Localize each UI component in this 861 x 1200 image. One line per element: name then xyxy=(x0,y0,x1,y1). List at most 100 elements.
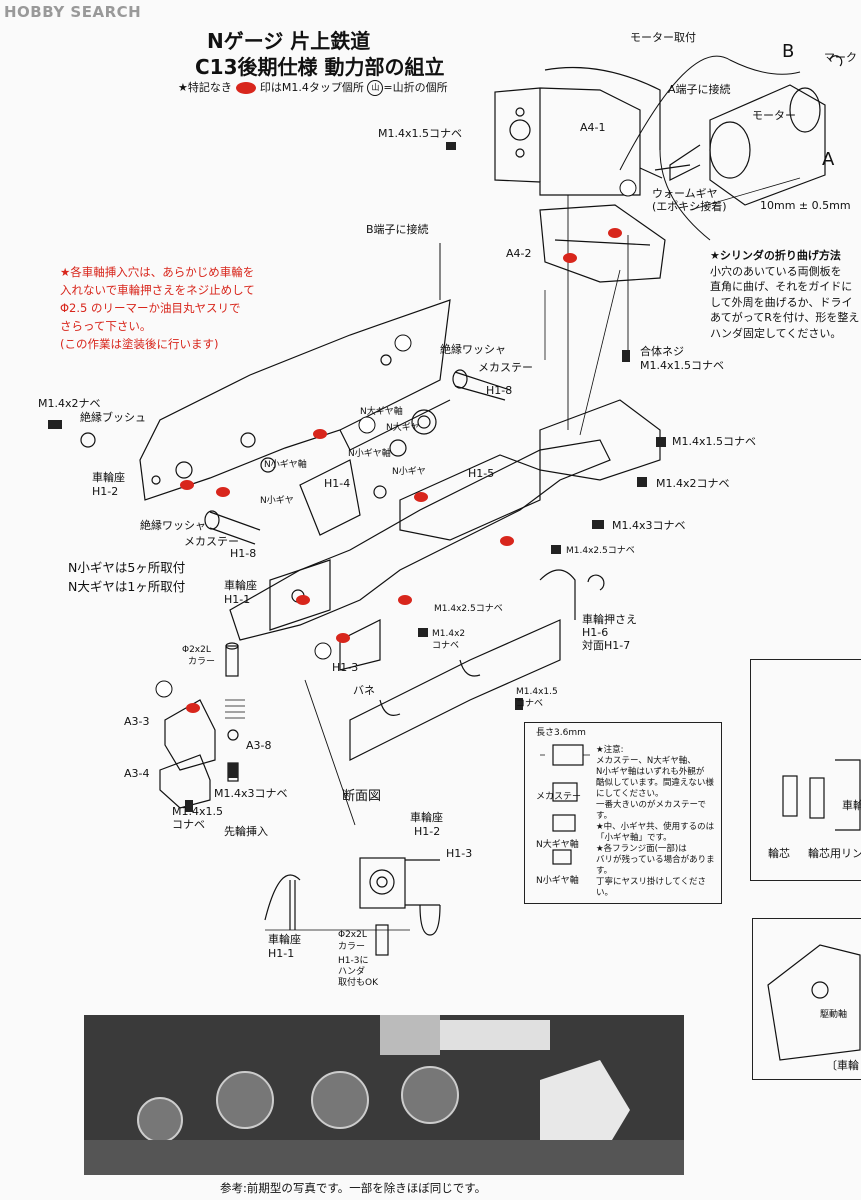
screw-icon xyxy=(622,350,630,362)
label-gattai2: M1.4x1.5コナベ xyxy=(640,359,724,372)
label-section-view: 断面図 xyxy=(342,789,382,804)
yama-marker xyxy=(394,334,412,352)
tap-dot xyxy=(500,536,514,546)
label-length: 長さ3.6mm xyxy=(536,728,586,738)
drive-detail-box xyxy=(752,918,861,1080)
label-wheel: 車輪 xyxy=(842,799,861,812)
label-konabe: コナベ xyxy=(432,641,460,651)
label-m14x2nabe: M1.4x2ナベ xyxy=(38,397,101,410)
n-large-gear xyxy=(411,409,437,435)
label-n-small-axle-2: N小ギヤ軸 xyxy=(264,460,307,470)
label-sec-collar-size: Φ2x2L xyxy=(338,930,367,940)
label-h11: H1-1 xyxy=(224,593,251,606)
label-gattai1: 合体ネジ xyxy=(640,345,684,358)
label-n-large-axle: N大ギヤ軸 xyxy=(360,407,403,417)
label-m14x3: M1.4x3コナベ xyxy=(612,519,686,532)
screw-icon xyxy=(656,437,666,447)
label-insulating-bush: 絶縁ブッシュ xyxy=(80,411,146,424)
truck-a33 xyxy=(164,699,216,771)
label-h16: H1-6 xyxy=(582,626,609,639)
label-h18: H1-8 xyxy=(486,384,513,397)
label-insulating-washer-2: 絶縁ワッシャ xyxy=(140,519,206,532)
label-h12: H1-2 xyxy=(92,485,119,498)
tap-dot xyxy=(336,633,350,643)
motor-body xyxy=(709,84,826,206)
label-m14x15c: M1.4x1.5 xyxy=(172,805,223,818)
label-n-large-gear: N大ギヤ xyxy=(386,423,420,433)
label-box-n-small: N小ギヤ軸 xyxy=(536,876,579,886)
screw-icon xyxy=(515,698,523,710)
tap-dot xyxy=(563,253,577,263)
label-collar: カラー xyxy=(188,657,216,667)
tap-dot xyxy=(313,429,327,439)
red-dot-icon xyxy=(235,82,256,94)
label-box-n-large: N大ギヤ軸 xyxy=(536,840,579,850)
parts-caution-box xyxy=(524,722,722,904)
caution-notes: ★注意: メカステー、N大ギヤ軸、 N小ギヤ軸はいずれも外観が 酷似しています。… xyxy=(596,745,715,898)
label-wheel-holder: 車輪押さえ xyxy=(582,613,637,626)
yama-marker xyxy=(358,416,376,434)
screw-icon xyxy=(228,763,238,778)
label-h13: H1-3 xyxy=(332,661,359,674)
page-subtitle: C13後期仕様 動力部の組立 xyxy=(195,55,445,79)
label-worm: ウォームギヤ xyxy=(652,187,718,200)
screw-icon xyxy=(418,628,428,637)
screw-icon xyxy=(637,477,647,487)
reaming-note: ★各車軸挿入穴は、あらかじめ車輪を 入れないで車輪押さえをネジ止めして Φ2.5… xyxy=(60,265,255,351)
label-wheel-core: 輪芯 xyxy=(768,847,790,860)
rotate-arrow-icon xyxy=(587,574,605,591)
label-wheel-seat-2: 車輪座 xyxy=(224,579,257,592)
tap-dot xyxy=(216,487,230,497)
screw-icon xyxy=(551,545,561,554)
label-h17: 対面H1-7 xyxy=(582,639,631,652)
label-sec-solder2: ハンダ xyxy=(338,967,366,977)
label-b: B xyxy=(782,41,795,62)
plate-a42 xyxy=(539,204,666,283)
label-konabe-2: コナベ xyxy=(516,699,544,709)
label-sec-h11: H1-1 xyxy=(268,947,295,960)
truck-a34 xyxy=(159,754,211,809)
label-a33: A3-3 xyxy=(124,715,150,728)
label-leading-wheel: 先輪挿入 xyxy=(224,825,268,838)
label-m14x3b: M1.4x3コナベ xyxy=(214,787,288,800)
label-motor: モーター xyxy=(752,109,796,122)
label-a41: A4-1 xyxy=(580,121,606,134)
label-motor-mount: モーター取付 xyxy=(630,31,696,44)
label-wheel-bracket: 〔車輪 xyxy=(826,1059,859,1072)
label-mechastay: メカステー xyxy=(478,361,533,374)
label-mark: マーク xyxy=(824,51,857,64)
label-h15: H1-5 xyxy=(468,467,495,480)
cylinder-bending-note: ★シリンダの折り曲げ方法 小穴のあいている両側板を 直角に曲げ、それをガイドに … xyxy=(710,249,860,340)
frame-h11 xyxy=(229,439,611,641)
page-title: Nゲージ 片上鉄道 xyxy=(207,29,371,53)
label-m14x25: M1.4x2.5コナベ xyxy=(566,546,635,556)
label-sec-solder3: 取付もOK xyxy=(338,978,378,988)
label-sec-solder1: H1-3に xyxy=(338,956,369,966)
label-drive-axle: 駆動軸 xyxy=(820,1010,848,1020)
label-spring: バネ xyxy=(353,684,375,697)
legend: ★特記なき印はM1.4タップ個所 山=山折の個所 xyxy=(178,80,448,96)
label-m14x15b: M1.4x1.5 xyxy=(516,687,558,697)
screw-icon xyxy=(185,800,193,812)
tap-dot xyxy=(186,703,200,713)
tap-dot xyxy=(608,228,622,238)
yama-circle-icon: 山 xyxy=(367,80,384,96)
yama-marker xyxy=(155,680,173,698)
yama-marker xyxy=(619,179,637,197)
label-worm-epoxy: (エポキシ接着) xyxy=(652,200,727,213)
label-dimension: 10mm ± 0.5mm xyxy=(760,199,851,212)
label-h14: H1-4 xyxy=(324,477,351,490)
label-m14x2: M1.4x2コナベ xyxy=(656,477,730,490)
label-wheel-core-ring: 輪芯用リン xyxy=(808,847,861,860)
label-a38: A3-8 xyxy=(246,739,272,752)
label-a-terminal: A端子に接続 xyxy=(668,83,731,96)
screw-icon xyxy=(446,142,456,150)
reference-photo xyxy=(84,1015,684,1175)
motor-mount-a41 xyxy=(494,87,641,196)
label-h18b: H1-8 xyxy=(230,547,257,560)
label-m14x25b: M1.4x2.5コナベ xyxy=(434,604,503,614)
label-a42: A4-2 xyxy=(506,247,532,260)
label-sec-h12: H1-2 xyxy=(414,825,441,838)
tap-dot xyxy=(180,480,194,490)
